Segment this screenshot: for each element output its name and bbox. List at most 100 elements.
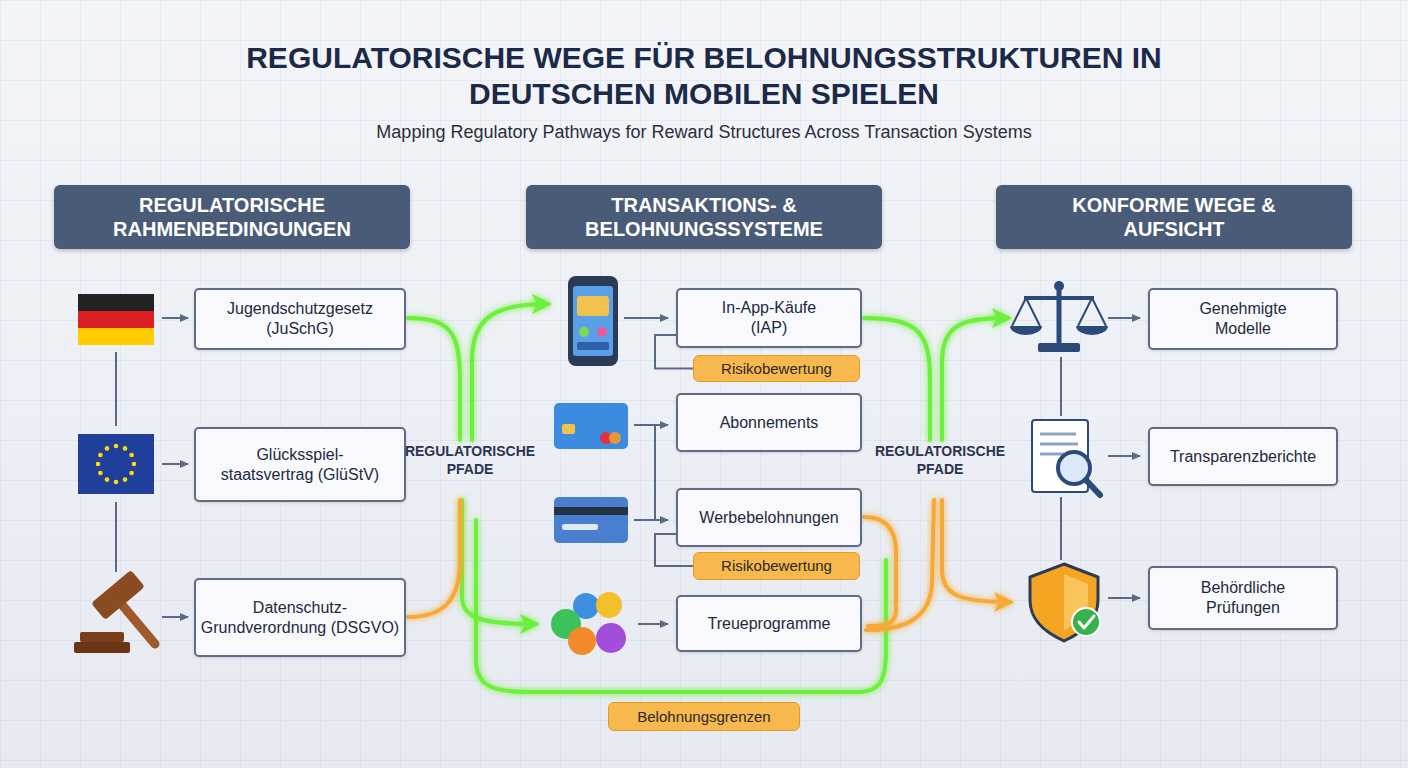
gavel-icon xyxy=(74,570,155,653)
eu-flag xyxy=(98,471,103,476)
coins-icon xyxy=(551,592,626,655)
card-icon xyxy=(562,424,575,434)
document-magnifier-icon xyxy=(1040,433,1076,436)
document-magnifier-icon xyxy=(1040,443,1078,446)
eu-flag xyxy=(98,453,103,458)
node-text: In-App-Käufe (IAP) xyxy=(706,298,832,338)
eu-flag xyxy=(114,444,119,449)
node-text: KONFORME WEGE & AUFSICHT xyxy=(1036,193,1312,241)
scales-icon xyxy=(1054,281,1064,291)
icon-arrow xyxy=(638,623,668,625)
phone-icon xyxy=(597,327,607,337)
pathway-label: REGULATORISCHE PFADE xyxy=(870,442,1010,478)
diagram-subtitle: Mapping Regulatory Pathways for Reward S… xyxy=(204,121,1204,143)
gavel-icon xyxy=(74,642,130,653)
orange-pathway xyxy=(408,500,460,617)
process-box: Datenschutz- Grundverordnung (DSGVO) xyxy=(194,578,406,657)
icon-arrow xyxy=(654,425,656,520)
green-pathway xyxy=(942,318,1008,440)
german-flag xyxy=(78,311,154,328)
icon-arrow xyxy=(162,463,188,465)
risk-tag: Belohnungsgrenzen xyxy=(608,702,800,731)
eu-flag xyxy=(78,434,154,494)
document-magnifier-icon xyxy=(1040,453,1064,456)
phone-icon xyxy=(568,276,618,366)
process-box: Transparenzberichte xyxy=(1148,427,1338,486)
risk-tag: Risikobewertung xyxy=(693,355,860,382)
node-text: Abonnements xyxy=(720,413,819,433)
scales-icon xyxy=(1012,298,1106,326)
shield-check-icon xyxy=(1030,564,1100,641)
icon-link-line xyxy=(115,352,117,426)
icon-arrow xyxy=(624,317,668,319)
document-magnifier-icon xyxy=(1032,420,1100,495)
icon-link-line xyxy=(1060,497,1062,560)
risk-tag: Risikobewertung xyxy=(693,552,860,580)
diagram-title: REGULATORISCHE WEGE FÜR BELOHNUNGSSTRUKT… xyxy=(239,40,1169,112)
card-icon xyxy=(554,497,628,543)
icon-link-line xyxy=(1060,357,1062,416)
process-box: Jugendschutzgesetz (JuSchG) xyxy=(194,288,406,350)
scales-icon xyxy=(1024,296,1094,300)
icon-arrow xyxy=(1108,317,1140,319)
icon-arrow xyxy=(624,318,668,624)
coins-icon xyxy=(568,627,596,655)
eu-flag xyxy=(105,477,110,482)
eu-flag xyxy=(114,480,119,485)
column-header: KONFORME WEGE & AUFSICHT xyxy=(996,185,1352,249)
column-header: REGULATORISCHE RAHMENBEDINGUNGEN xyxy=(54,185,410,249)
orange-pathway xyxy=(866,500,934,630)
card-icon xyxy=(562,524,598,530)
node-text: Glücksspiel- staatsvertrag (GlüStV) xyxy=(216,445,384,485)
green-pathway xyxy=(408,318,460,440)
eu-flag xyxy=(96,462,101,467)
gavel-icon xyxy=(91,570,145,620)
icon-arrow xyxy=(1108,597,1140,599)
coins-icon xyxy=(596,623,626,653)
process-box: In-App-Käufe (IAP) xyxy=(676,288,862,348)
node-text: Risikobewertung xyxy=(721,557,832,575)
process-box: Genehmigte Modelle xyxy=(1148,288,1338,350)
icon-arrow xyxy=(634,424,668,426)
card-icon xyxy=(554,507,628,515)
green-pathway xyxy=(472,304,548,440)
scales-icon xyxy=(1010,281,1108,352)
document-magnifier-icon xyxy=(1086,480,1100,495)
eu-flag xyxy=(129,471,134,476)
card-icon xyxy=(609,432,621,444)
eu-flag xyxy=(123,477,128,482)
icon-link-line xyxy=(115,502,117,572)
process-box: Behördliche Prüfungen xyxy=(1148,566,1338,630)
card-icon xyxy=(554,497,628,543)
process-box: Treueprogramme xyxy=(676,595,862,652)
scales-icon xyxy=(1038,343,1080,352)
phone-icon xyxy=(577,296,609,316)
phone-icon xyxy=(573,286,613,356)
phone-icon xyxy=(577,342,609,350)
card-icon xyxy=(554,403,628,449)
eu-flag xyxy=(123,446,128,451)
german-flag xyxy=(78,328,154,345)
german-flag xyxy=(78,294,154,311)
node-text: Jugendschutzgesetz (JuSchG) xyxy=(199,299,401,339)
pathway-label: REGULATORISCHE PFADE xyxy=(400,442,540,478)
icon-arrow xyxy=(162,318,188,617)
shield-check-icon xyxy=(1079,616,1094,628)
scales-icon xyxy=(1057,286,1062,345)
orange-pathway xyxy=(864,517,896,626)
node-text: Behördliche Prüfungen xyxy=(1185,578,1301,618)
phone-icon xyxy=(579,327,589,337)
node-text: Genehmigte Modelle xyxy=(1190,299,1296,339)
icon-arrow xyxy=(1108,318,1140,598)
scales-icon xyxy=(1010,326,1042,335)
green-pathway xyxy=(462,500,536,624)
coins-icon xyxy=(596,592,622,618)
icon-arrow xyxy=(162,317,188,319)
node-text: Transparenzberichte xyxy=(1170,447,1316,467)
icon-link-line xyxy=(116,352,117,572)
card-icon xyxy=(554,403,628,449)
eu-flag xyxy=(132,462,137,467)
process-box: Werbebelohnungen xyxy=(676,488,862,547)
node-text: TRANSAKTIONS- & BELOHNUNGSSYSTEME xyxy=(556,193,852,241)
eu-flag xyxy=(129,453,134,458)
